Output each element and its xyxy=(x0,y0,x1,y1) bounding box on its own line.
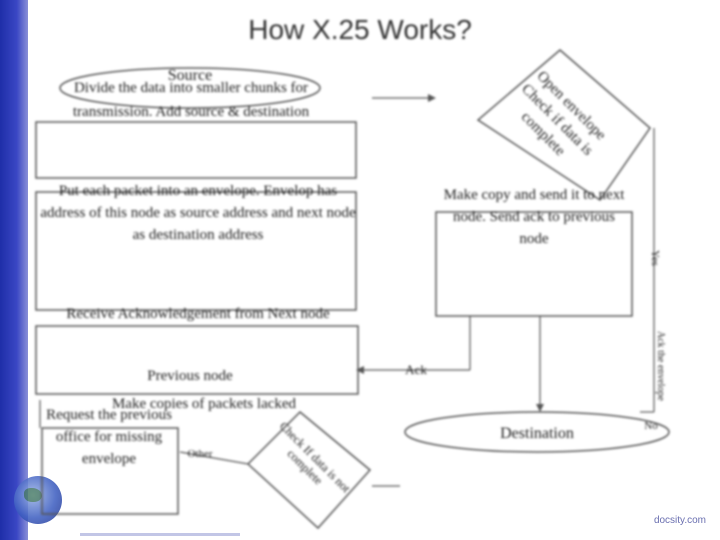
divide-text: Divide the data into smaller chunks for … xyxy=(72,80,310,120)
open-check-diamond xyxy=(476,49,652,202)
slide-title: How X.25 Works? xyxy=(248,14,472,45)
request-office-text: Request the previous office for missing … xyxy=(46,407,172,467)
arrow-other xyxy=(179,451,249,465)
globe-logo-icon xyxy=(14,476,62,524)
make-copy-send-text: Make copy and send it to next node. Send… xyxy=(443,187,625,247)
destination-ellipse xyxy=(404,411,670,453)
make-copies-text: Make copies of packets lacked xyxy=(111,396,297,412)
ack-receive-text: Receive Acknowledgement from Next node xyxy=(66,306,330,322)
envelope-box xyxy=(35,191,357,311)
check-complete-diamond xyxy=(246,410,372,530)
yes-label: Yes xyxy=(649,249,661,266)
arrowhead-source-to-diamond xyxy=(428,94,436,102)
source-label: Source xyxy=(167,67,213,84)
make-copy-box xyxy=(435,211,633,317)
no-label: No xyxy=(644,420,658,432)
side-label: Ack the envelope xyxy=(655,331,666,401)
arrowhead-ack xyxy=(356,366,364,374)
envelope-text: Put each packet into an envelope. Envelo… xyxy=(40,183,356,243)
source-ellipse xyxy=(59,67,321,109)
ack-receive-box xyxy=(35,325,359,395)
destination-label: Destination xyxy=(500,425,574,442)
watermark: docsity.com xyxy=(653,515,706,526)
left-accent-bar xyxy=(0,0,28,540)
arrowhead-to-destination xyxy=(536,404,544,412)
request-office-box xyxy=(41,427,179,515)
footer-line xyxy=(80,533,240,536)
previous-node-text: Previous node xyxy=(147,368,233,384)
ack-arrow-label: Ack xyxy=(405,362,427,377)
divide-box xyxy=(35,121,357,179)
other-label: Other xyxy=(187,448,213,460)
